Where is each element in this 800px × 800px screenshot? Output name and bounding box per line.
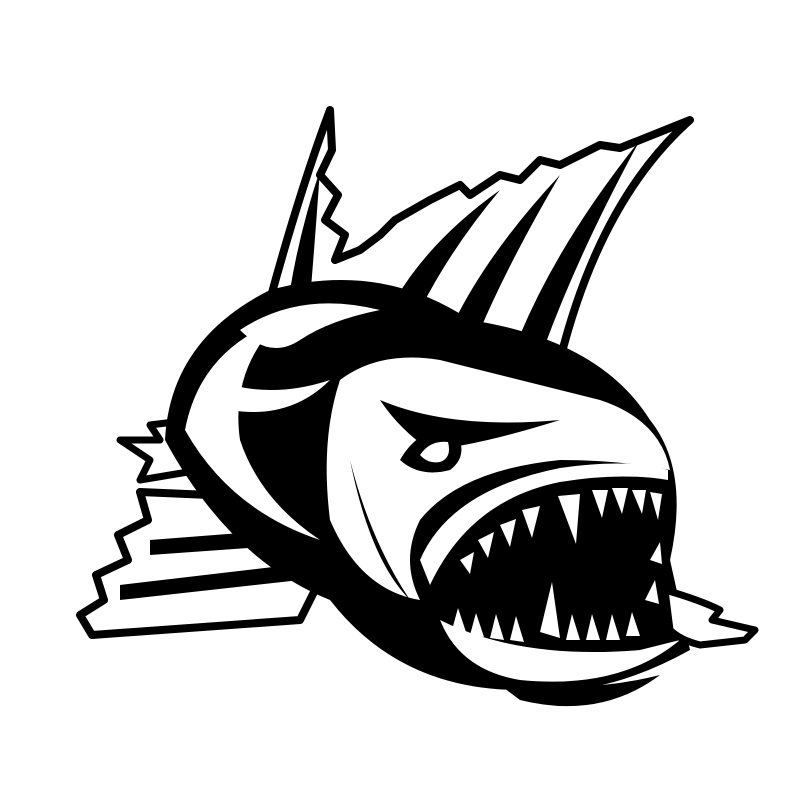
- tooth: [500, 519, 516, 547]
- lower-jaw: [440, 620, 680, 682]
- body-stripe: [215, 380, 330, 412]
- tooth: [650, 492, 662, 520]
- pectoral-fin: [661, 586, 759, 649]
- tooth: [478, 532, 494, 558]
- tooth: [522, 506, 540, 538]
- tooth: [632, 490, 646, 514]
- lower-jaw-shadow: [480, 670, 660, 707]
- tooth: [645, 580, 659, 604]
- tooth: [606, 614, 620, 640]
- upper-lip: [420, 463, 668, 585]
- upper-teeth: [460, 488, 662, 574]
- mouth: [430, 471, 674, 640]
- lower-teeth: [452, 542, 662, 642]
- body-stripe: [240, 303, 380, 348]
- tooth: [452, 608, 466, 632]
- tooth: [470, 613, 484, 637]
- eye-highlight: [420, 441, 449, 463]
- tooth: [558, 494, 580, 544]
- dorsal-fin-ray: [520, 140, 640, 345]
- tooth: [566, 614, 580, 640]
- tooth: [592, 490, 608, 518]
- tooth: [626, 612, 640, 636]
- tooth: [510, 616, 524, 642]
- dorsal-fin-ray: [455, 175, 560, 330]
- tooth: [612, 488, 628, 514]
- dorsal-fin-ray: [290, 170, 320, 300]
- tooth: [586, 614, 600, 640]
- tooth: [650, 542, 662, 564]
- dorsal-fin-ray: [395, 190, 500, 310]
- body-stripe: [185, 320, 320, 540]
- tooth: [490, 614, 504, 640]
- lower-left-fin-ray: [120, 565, 300, 600]
- tooth: [460, 552, 474, 574]
- tooth: [540, 582, 560, 638]
